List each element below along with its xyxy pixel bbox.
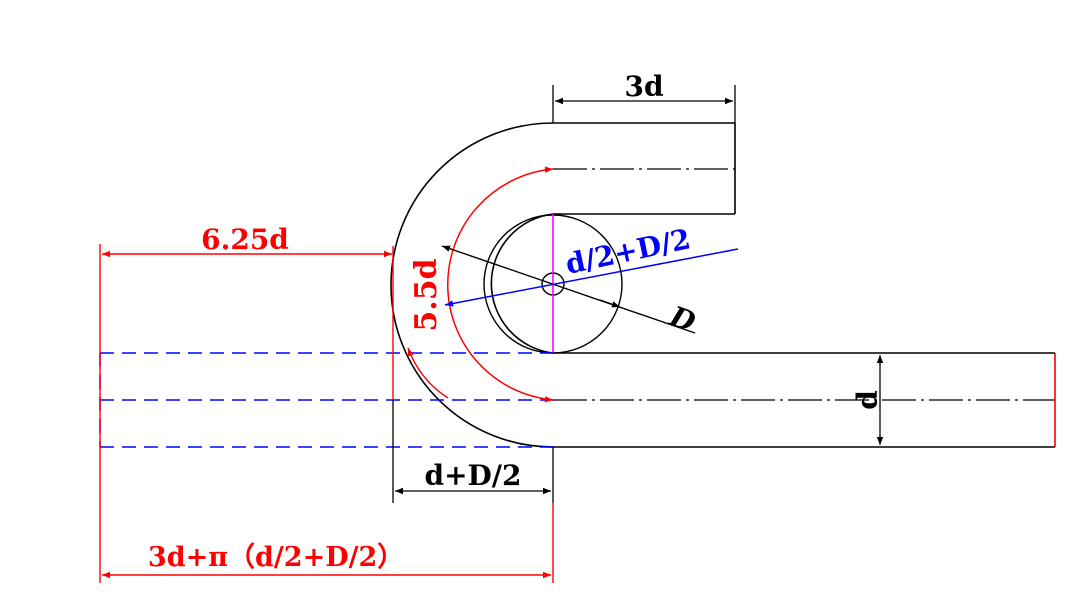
centerline-arc [447, 166, 554, 403]
label-total-length: 3d+π（d/2+D/2） [148, 542, 404, 573]
dim-total-length [102, 503, 554, 583]
label-bar-thickness: d [851, 390, 884, 410]
angle-arc [407, 347, 449, 399]
dim-pin-diameter-arrow [599, 299, 621, 308]
dim-left-length [99, 244, 392, 583]
bend-outer-arc [390, 122, 554, 448]
center-lines [553, 168, 1055, 401]
dim-pin-diameter [441, 245, 696, 334]
bar-geometry [390, 122, 1055, 448]
label-pin-diameter: D [665, 299, 701, 339]
label-top-width: 3d [624, 70, 663, 103]
label-left-length: 6.25d [201, 223, 289, 256]
label-bottom-offset: d+D/2 [424, 459, 521, 492]
label-blue-radius: d/2+D/2 [563, 222, 694, 281]
dim-top-width [552, 85, 736, 123]
bend-inner-arc [490, 213, 554, 354]
dim-blue-radius [444, 248, 739, 307]
label-diagonal: 5.5d [409, 258, 444, 331]
dim-bottom-offset [395, 447, 554, 503]
